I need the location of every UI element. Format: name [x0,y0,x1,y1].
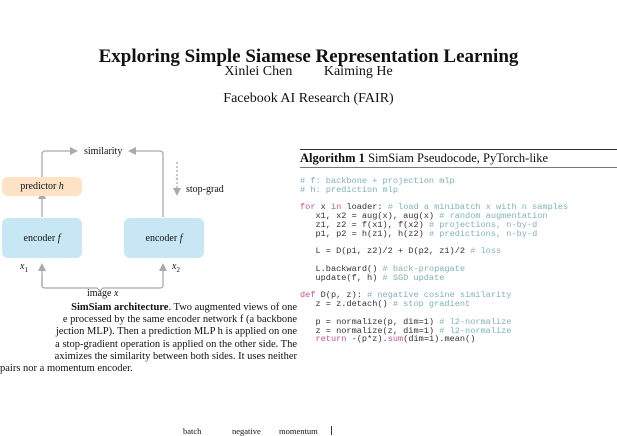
caption-line: jection MLP). Then a prediction MLP h is… [55,326,297,337]
encoder-box-right: encoder f [124,218,204,258]
code-keyword: sum [387,334,404,345]
algorithm-title: Algorithm 1 SimSiam Pseudocode, PyTorch-… [300,151,549,165]
code-line: for x in loader: # load a minibatch x wi… [300,203,617,212]
col-batch: batch [183,426,202,436]
code-line: # f: backbone + projection mlp [300,177,617,186]
code-keyword: def [300,290,316,301]
code-comment: # load a minibatch x with n samples [387,202,569,213]
algorithm-label: Algorithm 1 [300,151,365,165]
algorithm-rule [300,167,617,168]
code-comment: # l2-normalize [439,325,512,336]
predictor-box: predictor h [2,177,82,196]
affiliation: Facebook AI Research (FAIR) [223,91,394,106]
caption-line: SimSiam architecture. Two augmented view… [71,302,297,313]
code-text: -(p*z). [346,334,388,345]
author: Xinlei Chen [224,64,293,79]
architecture-diagram-lines: × [38,147,181,292]
code-line: L = D(p1, z2)/2 + D(p2, z1)/2 # loss [300,247,617,256]
code-line: x1, x2 = aug(x), aug(x) # random augment… [300,212,617,221]
code-line: def D(p, z): # negative cosine similarit… [300,291,617,300]
code-comment: # negative cosine similarity [367,290,512,301]
x1-label: x1 [20,261,28,274]
code-text: z = normalize(z, dim=1) [300,325,440,336]
authors: Xinlei Chen Kaiming He [0,64,617,80]
predictor-label: predictor [20,181,57,192]
code-line: # h: prediction mlp [300,184,617,195]
col-negative: negative [232,426,261,436]
code-comment: # loss [470,246,502,257]
code-text: x [315,202,331,213]
code-comment: # h: prediction mlp [300,184,398,195]
code-text: L.backward() [300,263,383,274]
code-comment: # back-propagate [382,263,466,274]
code-keyword: for [300,202,316,213]
encoder-label: encoder [145,232,178,244]
code-text: x1, x2 = aug(x), aug(x) [300,211,440,222]
pseudocode: # f: backbone + projection mlp# h: predi… [300,177,617,344]
code-comment: # projections, n-by-d [428,219,538,230]
encoder-label: encoder [23,232,56,244]
code-line: p = normalize(p, dim=1) # l2-normalize [300,316,617,327]
caption-line: e processed by the same encoder network … [62,314,297,325]
code-comment: # stop gradient [392,299,471,310]
code-comment: # f: backbone + projection mlp [300,176,455,186]
code-comment: # l2-normalize [439,316,512,327]
code-text: D(p, z): [315,290,368,301]
code-text: z = z.detach() [300,299,393,310]
code-comment: # SGD update [382,272,445,283]
encoder-box-left: encoder f [2,218,82,258]
caption-line: aximizes the similarity between both sid… [54,351,297,362]
code-line: z = z.detach() # stop gradient [300,300,617,309]
caption-line: a stop-gradient operation is applied on … [55,339,297,350]
code-text: L = D(p1, z2)/2 + D(p2, z1)/2 [300,246,471,257]
code-comment: # random augmentation [439,211,548,222]
caption-bold: SimSiam architecture [71,302,169,313]
code-text [300,334,315,344]
code-keyword: in [330,202,342,213]
x2-label: x2 [172,261,180,274]
code-comment: # predictions, n-by-d [428,228,538,239]
code-text: update(f, h) [300,272,383,283]
encoder-var: f [57,232,61,244]
algorithm-top-rule [300,149,617,150]
code-line: z1, z2 = f(x1), f(x2) # projections, n-b… [300,221,617,230]
code-line: L.backward() # back-propagate [300,265,617,274]
code-text: p = normalize(p, dim=1) [300,316,440,327]
predictor-var: h [58,181,64,192]
code-keyword: return [315,334,347,345]
caption-line: pairs nor a momentum encoder. [0,363,133,374]
code-text: p1, p2 = h(z1), h(z2) [300,228,429,239]
encoder-var: f [179,232,183,244]
stop-grad-label: stop-grad [186,184,224,195]
similarity-label: similarity [84,146,123,157]
code-text: loader: [341,202,388,213]
image-label: image x [87,288,119,299]
code-text: (dim=1).mean() [403,334,476,345]
author: Kaiming He [323,64,393,79]
code-text: z1, z2 = f(x1), f(x2) [300,219,429,230]
code-line: return -(p*z).sum(dim=1).mean() [300,335,617,344]
code-line: z = normalize(z, dim=1) # l2-normalize [300,325,617,336]
stop-grad-cross-icon: × [175,175,179,183]
code-line: p1, p2 = h(z1), h(z2) # predictions, n-b… [300,228,617,239]
code-line: update(f, h) # SGD update [300,272,617,283]
col-momentum: momentum [279,426,318,436]
paper-title: Exploring Simple Siamese Representation … [98,46,519,67]
